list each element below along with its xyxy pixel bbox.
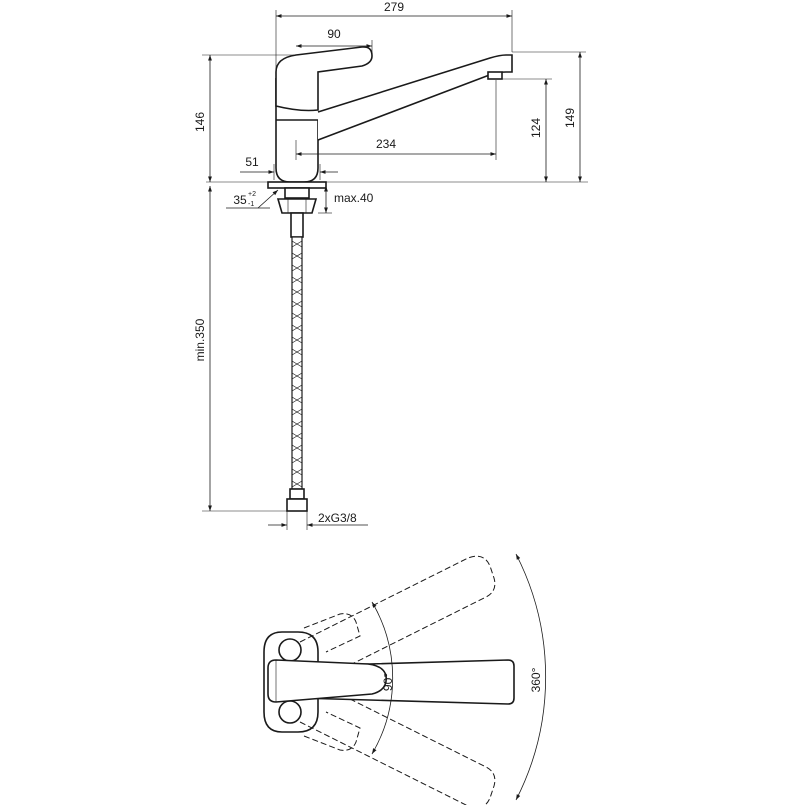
dim-spout-reach: 234 xyxy=(376,137,396,151)
angle-swivel: 360° xyxy=(529,667,543,692)
lever-position-up xyxy=(303,613,361,653)
side-view: 279 90 234 51 146 124 149 35 + xyxy=(193,0,588,530)
faucet-lever xyxy=(275,46,373,112)
spout-position-up xyxy=(299,555,496,681)
spout-position-down xyxy=(299,683,496,805)
hose-ferrule xyxy=(289,488,305,500)
dim-total-height: 146 xyxy=(193,112,207,132)
dim-connection: 2xG3/8 xyxy=(318,511,357,525)
dim-lever: 90 xyxy=(327,27,341,41)
mount-nut xyxy=(290,212,304,238)
spout-aerator xyxy=(487,71,503,80)
dim-max-thickness: max.40 xyxy=(334,191,374,205)
tolerance-lower: -1 xyxy=(248,201,254,208)
mount-clamp xyxy=(276,198,318,214)
top-base-hole-lower xyxy=(278,700,302,724)
tolerance-upper: +2 xyxy=(248,191,256,198)
base-plate xyxy=(267,181,327,189)
dim-total-width: 279 xyxy=(384,0,404,14)
dim-base-offset: 51 xyxy=(245,155,259,169)
dim-spout-outlet: 124 xyxy=(529,118,543,138)
lever-position-down xyxy=(303,711,361,751)
hose-connector-nut xyxy=(286,498,308,512)
top-base-hole-upper xyxy=(278,638,302,662)
dim-top-height: 149 xyxy=(563,108,577,128)
top-lever xyxy=(267,659,388,703)
angle-lever: 90° xyxy=(381,673,395,691)
hose-braid-pattern xyxy=(291,240,303,488)
dim-hole-diameter: 35 xyxy=(233,193,247,207)
braided-hose xyxy=(291,236,303,490)
dim-hose-length: min.350 xyxy=(193,318,207,361)
mount-washer xyxy=(284,187,310,199)
top-view: 90° 360° xyxy=(263,553,546,805)
